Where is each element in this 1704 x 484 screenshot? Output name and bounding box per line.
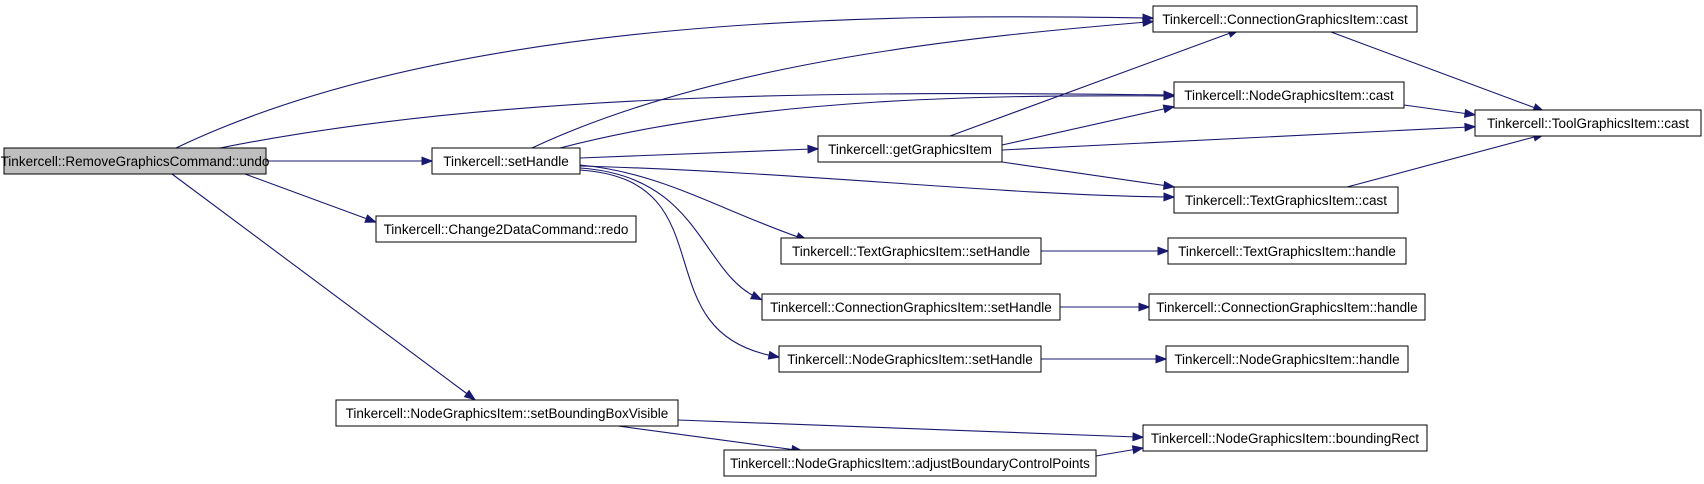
node-toolCast[interactable]: Tinkercell::ToolGraphicsItem::cast <box>1474 109 1702 137</box>
node-textH[interactable]: Tinkercell::TextGraphicsItem::handle <box>1167 237 1407 265</box>
node-label: Tinkercell::ConnectionGraphicsItem::hand… <box>1156 300 1417 315</box>
edge-setBBV-to-adjBCP <box>617 425 804 454</box>
edge-getGI-to-textCast <box>1001 161 1176 190</box>
node-undo: Tinkercell::RemoveGraphicsCommand::undo <box>1 147 270 175</box>
arrowhead-icon <box>1131 445 1145 455</box>
arrowhead-icon <box>1132 432 1145 442</box>
edge-undo-to-redo <box>244 173 377 223</box>
edge-nodeSetH-to-nodeH <box>1041 354 1168 364</box>
node-label: Tinkercell::Change2DataCommand::redo <box>384 222 629 237</box>
arrowhead-icon <box>364 214 377 223</box>
arrowhead-icon <box>1155 354 1168 364</box>
node-label: Tinkercell::ConnectionGraphicsItem::setH… <box>770 300 1052 315</box>
arrowhead-icon <box>463 389 476 401</box>
node-label: Tinkercell::setHandle <box>443 154 569 169</box>
edge-undo-to-nodeCast <box>219 90 1176 149</box>
edge-adjBCP-to-bRect <box>1095 445 1145 457</box>
node-textCast[interactable]: Tinkercell::TextGraphicsItem::cast <box>1173 186 1399 214</box>
node-textSetH[interactable]: Tinkercell::TextGraphicsItem::setHandle <box>780 237 1042 265</box>
edge-textCast-to-toolCast <box>1346 132 1546 188</box>
node-label: Tinkercell::getGraphicsItem <box>828 142 992 157</box>
edge-undo-to-setBBV <box>171 173 476 401</box>
edge-getGI-to-toolCast <box>1001 122 1477 151</box>
node-label: Tinkercell::NodeGraphicsItem::setHandle <box>787 352 1033 367</box>
arrowhead-icon <box>1162 180 1176 190</box>
edge-undo-to-connCast <box>175 13 1155 149</box>
node-label: Tinkercell::TextGraphicsItem::handle <box>1178 244 1396 259</box>
arrowhead-icon <box>1142 17 1155 27</box>
edge-nodeCast-to-toolCast <box>1403 104 1477 118</box>
edge-getGI-to-nodeCast <box>1001 104 1176 146</box>
node-setBBV[interactable]: Tinkercell::NodeGraphicsItem::setBoundin… <box>335 399 679 427</box>
edge-setHandle-to-getGI <box>579 144 820 159</box>
node-setHandle[interactable]: Tinkercell::setHandle <box>431 147 581 175</box>
edge-setHandle-to-connCast <box>531 17 1155 149</box>
node-label: Tinkercell::NodeGraphicsItem::adjustBoun… <box>730 456 1090 471</box>
arrowhead-icon <box>1162 104 1176 114</box>
edge-setHandle-to-nodeCast <box>559 91 1176 149</box>
arrowhead-icon <box>1163 91 1176 101</box>
edge-connSetH-to-connH <box>1060 302 1151 312</box>
node-connH[interactable]: Tinkercell::ConnectionGraphicsItem::hand… <box>1148 293 1426 321</box>
node-label: Tinkercell::NodeGraphicsItem::cast <box>1184 88 1394 103</box>
node-label: Tinkercell::RemoveGraphicsCommand::undo <box>1 154 270 169</box>
node-adjBCP[interactable]: Tinkercell::NodeGraphicsItem::adjustBoun… <box>723 449 1097 477</box>
arrowhead-icon <box>1157 246 1170 256</box>
node-nodeH[interactable]: Tinkercell::NodeGraphicsItem::handle <box>1165 345 1409 373</box>
node-label: Tinkercell::ToolGraphicsItem::cast <box>1487 116 1689 131</box>
edge-setBBV-to-bRect <box>677 419 1145 442</box>
node-label: Tinkercell::ConnectionGraphicsItem::cast <box>1162 12 1408 27</box>
arrowhead-icon <box>749 290 763 301</box>
edge-undo-to-setHandle <box>266 156 434 166</box>
node-getGI[interactable]: Tinkercell::getGraphicsItem <box>817 135 1003 163</box>
node-label: Tinkercell::NodeGraphicsItem::setBoundin… <box>346 406 669 421</box>
node-nodeCast[interactable]: Tinkercell::NodeGraphicsItem::cast <box>1173 81 1405 109</box>
node-nodeSetH[interactable]: Tinkercell::NodeGraphicsItem::setHandle <box>778 345 1042 373</box>
node-label: Tinkercell::TextGraphicsItem::setHandle <box>792 244 1030 259</box>
arrowhead-icon <box>1163 192 1176 202</box>
node-bRect[interactable]: Tinkercell::NodeGraphicsItem::boundingRe… <box>1142 424 1428 452</box>
edge-setHandle-to-textCast <box>579 165 1176 202</box>
node-label: Tinkercell::NodeGraphicsItem::boundingRe… <box>1151 431 1419 446</box>
arrowhead-icon <box>1463 108 1477 118</box>
edge-setHandle-to-connSetH <box>579 167 763 301</box>
edge-setHandle-to-nodeSetH <box>579 169 781 360</box>
arrowhead-icon <box>767 350 781 360</box>
arrowhead-icon <box>807 144 820 154</box>
edge-textSetH-to-textH <box>1041 246 1170 256</box>
node-connCast[interactable]: Tinkercell::ConnectionGraphicsItem::cast <box>1152 5 1418 33</box>
node-label: Tinkercell::NodeGraphicsItem::handle <box>1174 352 1399 367</box>
node-redo[interactable]: Tinkercell::Change2DataCommand::redo <box>375 215 637 243</box>
node-connSetH[interactable]: Tinkercell::ConnectionGraphicsItem::setH… <box>761 293 1061 321</box>
node-label: Tinkercell::TextGraphicsItem::cast <box>1185 193 1387 208</box>
arrowhead-icon <box>1138 302 1151 312</box>
arrowhead-icon <box>1464 122 1477 132</box>
arrowhead-icon <box>421 156 434 166</box>
